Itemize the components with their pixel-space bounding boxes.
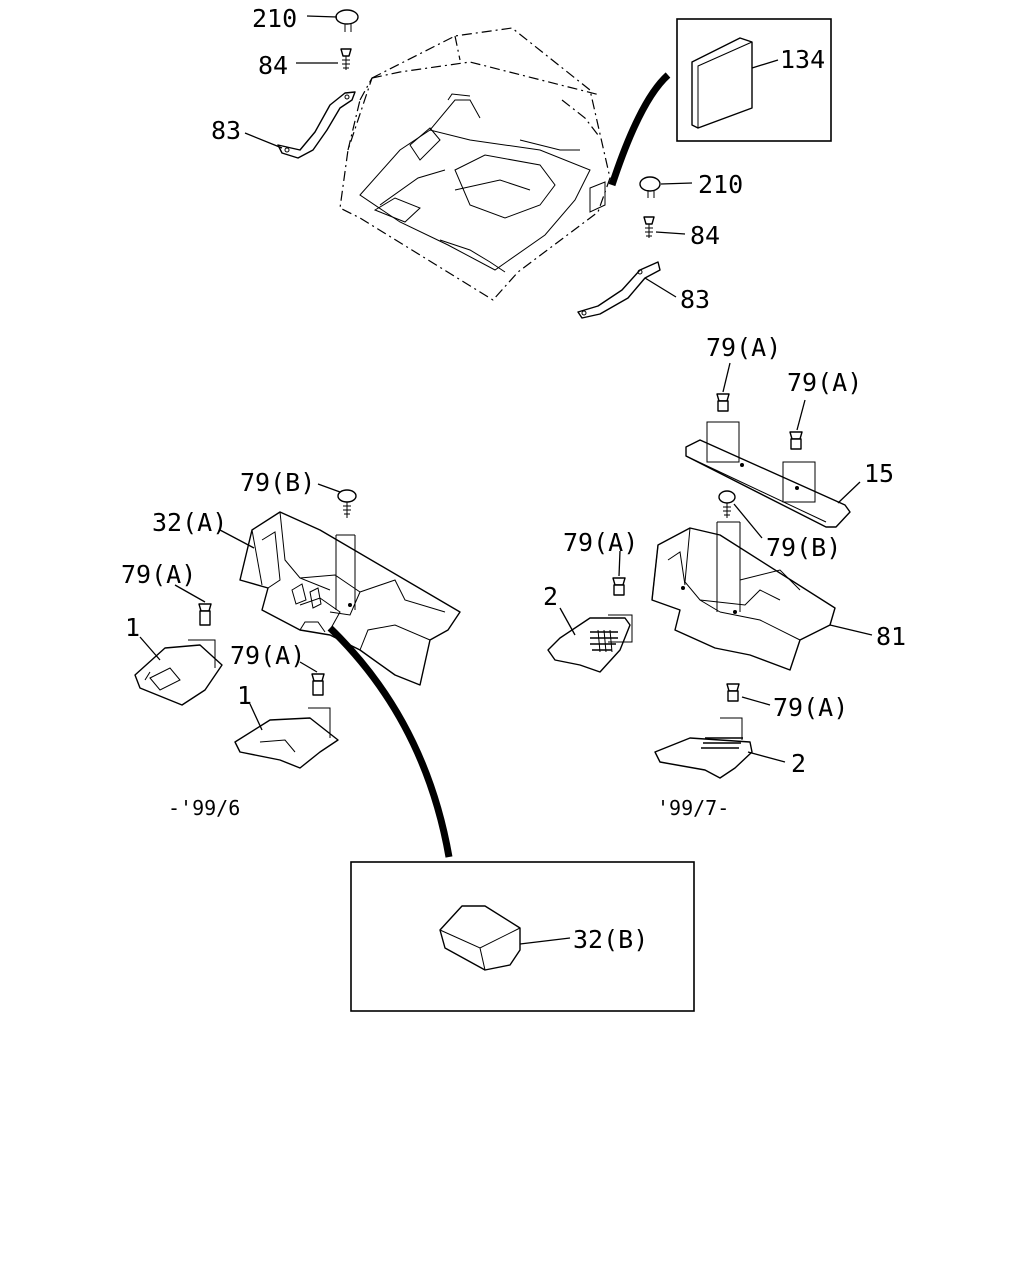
label-79a-l1: 79(A) (121, 560, 196, 589)
detail-box-32b (350, 861, 695, 1012)
bolt-79a-r2-icon (789, 431, 803, 450)
screw-84-mid-icon (643, 216, 655, 238)
label-1-upper: 1 (125, 613, 140, 642)
callout-32b (327, 625, 453, 858)
bolt-79a-r1-icon (716, 393, 730, 412)
label-79a-l2: 79(A) (230, 641, 305, 670)
label-84-mid: 84 (690, 221, 720, 250)
bolt-79a-r3-icon (612, 577, 626, 596)
bracket-83-mid-icon (577, 261, 661, 319)
label-210-top: 210 (252, 4, 297, 33)
clip-210-mid-icon (639, 176, 661, 198)
bolt-79a-r4-icon (726, 683, 740, 702)
clip-210-top-icon (335, 9, 359, 32)
label-210-mid: 210 (698, 170, 743, 199)
label-2-lower: 2 (791, 749, 806, 778)
caption-left-range: -'99/6 (168, 796, 240, 820)
label-83-top: 83 (211, 116, 241, 145)
label-1-lower: 1 (237, 681, 252, 710)
pad-134-icon (691, 37, 753, 129)
label-134: 134 (780, 45, 825, 74)
floor-mat-32a-icon (239, 511, 461, 686)
label-84-top: 84 (258, 51, 288, 80)
label-79a-r1: 79(A) (706, 333, 781, 362)
mat-2-lower-icon (654, 717, 753, 779)
label-32b: 32(B) (573, 925, 648, 954)
bolt-79a-l2-icon (311, 673, 325, 696)
screw-84-top-icon (340, 48, 352, 70)
bolt-79a-l1-icon (198, 603, 212, 626)
detail-box-134 (676, 18, 832, 142)
mat-2-upper-icon (547, 614, 633, 673)
clip-79b-left-icon (337, 489, 357, 518)
label-79a-r3: 79(A) (563, 528, 638, 557)
label-2-upper: 2 (543, 582, 558, 611)
plate-15-icon (685, 421, 851, 528)
mat-1-lower-icon (234, 707, 339, 769)
label-79b-left: 79(B) (240, 468, 315, 497)
cab-body (339, 27, 611, 301)
label-79a-r2: 79(A) (787, 368, 862, 397)
label-32a: 32(A) (152, 508, 227, 537)
floor-mat-81-icon (651, 527, 836, 671)
clip-79b-right-icon (718, 490, 736, 518)
label-81: 81 (876, 622, 906, 651)
label-15: 15 (864, 459, 894, 488)
bracket-83-top-icon (277, 91, 356, 159)
label-83-mid: 83 (680, 285, 710, 314)
callout-134 (608, 72, 671, 187)
caption-right-range: '99/7- (657, 796, 729, 820)
pad-32b-icon (439, 905, 521, 971)
mat-1-upper-icon (134, 639, 223, 706)
label-79a-r4: 79(A) (773, 693, 848, 722)
label-79b-right: 79(B) (766, 533, 841, 562)
